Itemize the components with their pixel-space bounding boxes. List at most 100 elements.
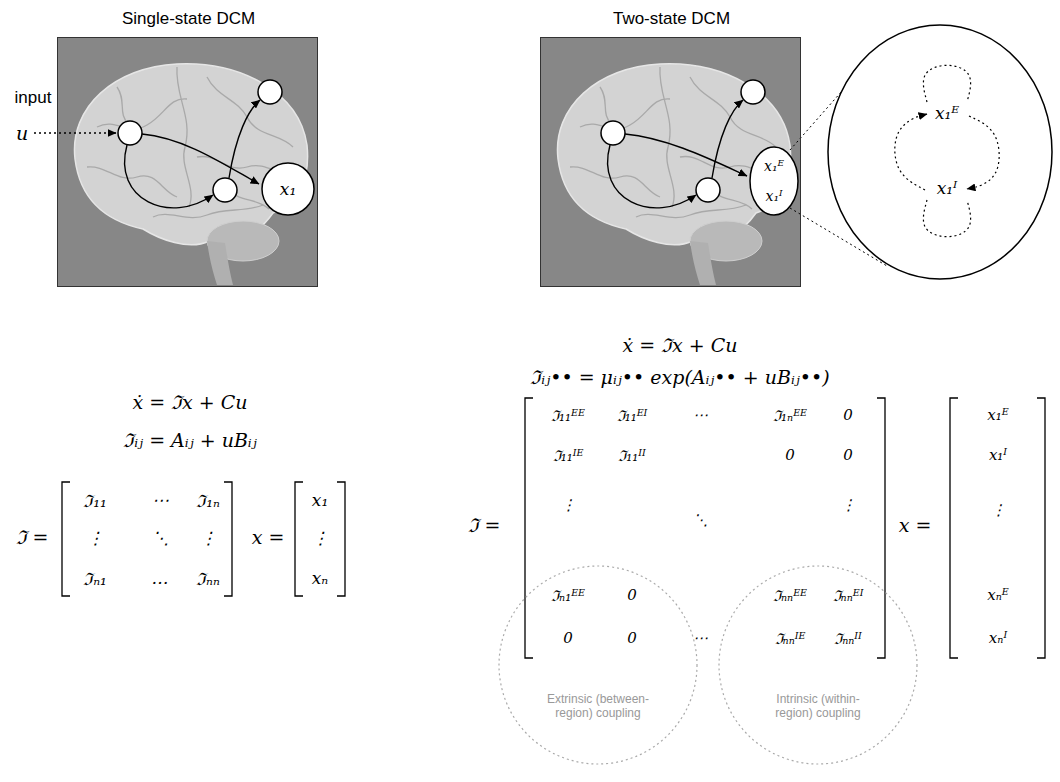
layout-shape xyxy=(62,482,70,596)
equation-term: xₙ xyxy=(312,568,328,588)
state-label: x₁ᴱ xyxy=(764,158,784,174)
equation-term: ℑ₁₁ xyxy=(83,489,107,512)
layout-shape xyxy=(213,178,237,202)
equation-term: 0 xyxy=(785,446,795,464)
coupling-arrows xyxy=(34,100,747,208)
two-state-region: x₁ᴱ x₁ᴵ xyxy=(749,146,799,216)
coupling-circle: Intrinsic (within-region) coupling xyxy=(718,565,918,765)
panel-heading: Single-state DCM xyxy=(122,9,255,29)
layout-shape xyxy=(258,80,282,104)
layout-shape xyxy=(525,398,533,658)
equation-term: 0 xyxy=(627,629,637,647)
equation-term: ℑ₁ₙᴱᴱ xyxy=(773,405,807,425)
state-label: x₁ᴱ xyxy=(935,103,959,123)
brain-image xyxy=(57,37,318,287)
coupling-caption: Intrinsic (within-region) coupling xyxy=(759,692,877,721)
brain-panel: x₁ᴱx₁ᴵTwo-state DCM xyxy=(540,37,801,287)
region-circles xyxy=(118,80,765,202)
input-label: u xyxy=(16,122,28,144)
equation-term: … xyxy=(152,568,169,588)
coupling-loop xyxy=(895,114,927,190)
equation-term: ℑ₁₁ᴱᴵ xyxy=(617,405,648,425)
layout-shape xyxy=(34,132,116,133)
zoom-outline xyxy=(828,25,1052,279)
equation-term: ⋯ xyxy=(693,406,708,424)
equation-term: ⋮ xyxy=(841,496,856,514)
layout-shape xyxy=(337,482,345,596)
coupling-loop xyxy=(923,200,970,237)
equation-term: x₁ᴱ xyxy=(987,406,1008,424)
equation-term: ⋱ xyxy=(693,511,708,529)
equation-term: ⋮ xyxy=(87,528,104,548)
layout-shape xyxy=(625,134,747,176)
dashed-circle xyxy=(719,566,917,764)
equation-term: x = xyxy=(899,514,932,536)
equation-term: ⋮ xyxy=(561,496,576,514)
matrix-brackets xyxy=(62,398,1045,658)
equation-term: ẋ = ℑx + Cu xyxy=(132,389,247,415)
equation-term: ⋯ xyxy=(693,629,708,647)
zoom-outline xyxy=(827,24,1053,280)
equation-term: 0 xyxy=(843,446,853,464)
equation-term: ℑ₁₁ᴱᴱ xyxy=(551,405,585,425)
equation-term: ℑₙₙᴱᴵ xyxy=(833,585,864,605)
equation-term: ℑᵢⱼ = Aᵢⱼ + uBᵢⱼ xyxy=(123,427,256,453)
coupling-caption: Extrinsic (between-region) coupling xyxy=(539,692,657,721)
equation-term: 0 xyxy=(563,629,573,647)
brain-panel: x₁Single-state DCM xyxy=(57,37,318,287)
equation-term: ⋮ xyxy=(991,501,1006,519)
equation-term: ℑ₁ₙ xyxy=(196,489,220,512)
brain-image xyxy=(540,37,801,287)
layout-shape xyxy=(125,145,213,208)
equation-term: 0 xyxy=(843,406,853,424)
layout-shape xyxy=(601,121,625,145)
equation-term: ℑ = xyxy=(468,512,501,538)
layout-shape xyxy=(608,145,696,208)
equation-term: ℑₙₙᴵᴵ xyxy=(834,628,862,648)
equation-term: ℑᵢⱼ•• = μᵢⱼ•• exp(Aᵢⱼ•• + uBᵢⱼ••) xyxy=(530,364,829,390)
coupling-loop xyxy=(923,65,970,102)
dashed-outline xyxy=(498,565,698,765)
ellipse-outline xyxy=(750,147,798,215)
layout-shape xyxy=(224,482,232,596)
layout-shape xyxy=(295,482,303,596)
equation-term: ℑₙₙ xyxy=(196,567,220,590)
equation-term: ⋮ xyxy=(312,528,329,548)
equation-term: xₙᴱ xyxy=(987,586,1008,604)
layout-shape xyxy=(741,80,765,104)
equation-term: ẋ = ℑx + Cu xyxy=(622,332,737,358)
ellipse-outline xyxy=(749,146,799,216)
equation-term: ⋯ xyxy=(152,490,169,510)
panel-heading: Two-state DCM xyxy=(613,9,730,29)
layout-shape xyxy=(877,398,885,658)
equation-term: ℑₙₙᴱᴱ xyxy=(773,585,807,605)
equation-term: ⋮ xyxy=(200,528,217,548)
equation-term: xₙᴵ xyxy=(989,629,1007,647)
equation-term: 0 xyxy=(627,586,637,604)
coupling-loop xyxy=(967,116,999,189)
state-label: x₁ᴵ xyxy=(937,178,958,198)
equation-term: ℑ = xyxy=(16,524,49,550)
layout-shape xyxy=(1037,398,1045,658)
layout-shape xyxy=(229,100,260,178)
equation-term: ℑₙ₁ᴱᴱ xyxy=(551,585,585,605)
region-node: x₁ xyxy=(261,162,315,216)
dashed-outline xyxy=(718,565,918,765)
state-label: x₁ xyxy=(280,179,296,199)
equation-term: x₁ xyxy=(312,490,328,510)
layout-shape xyxy=(950,398,958,658)
equation-term: x₁ᴵ xyxy=(989,446,1007,464)
layout-shape xyxy=(696,178,720,202)
circle-outline xyxy=(262,163,314,215)
input-label: input xyxy=(15,88,52,108)
dashed-circle xyxy=(499,566,697,764)
equation-term: ℑₙ₁ xyxy=(83,567,107,590)
equation-term: x = xyxy=(252,526,285,548)
layout-shape xyxy=(118,121,142,145)
state-label: x₁ᴵ xyxy=(766,188,783,204)
equation-term: ⋱ xyxy=(152,528,169,548)
layout-shape xyxy=(142,134,259,184)
layout-shape xyxy=(712,100,743,178)
equation-term: ℑₙₙᴵᴱ xyxy=(775,628,806,648)
